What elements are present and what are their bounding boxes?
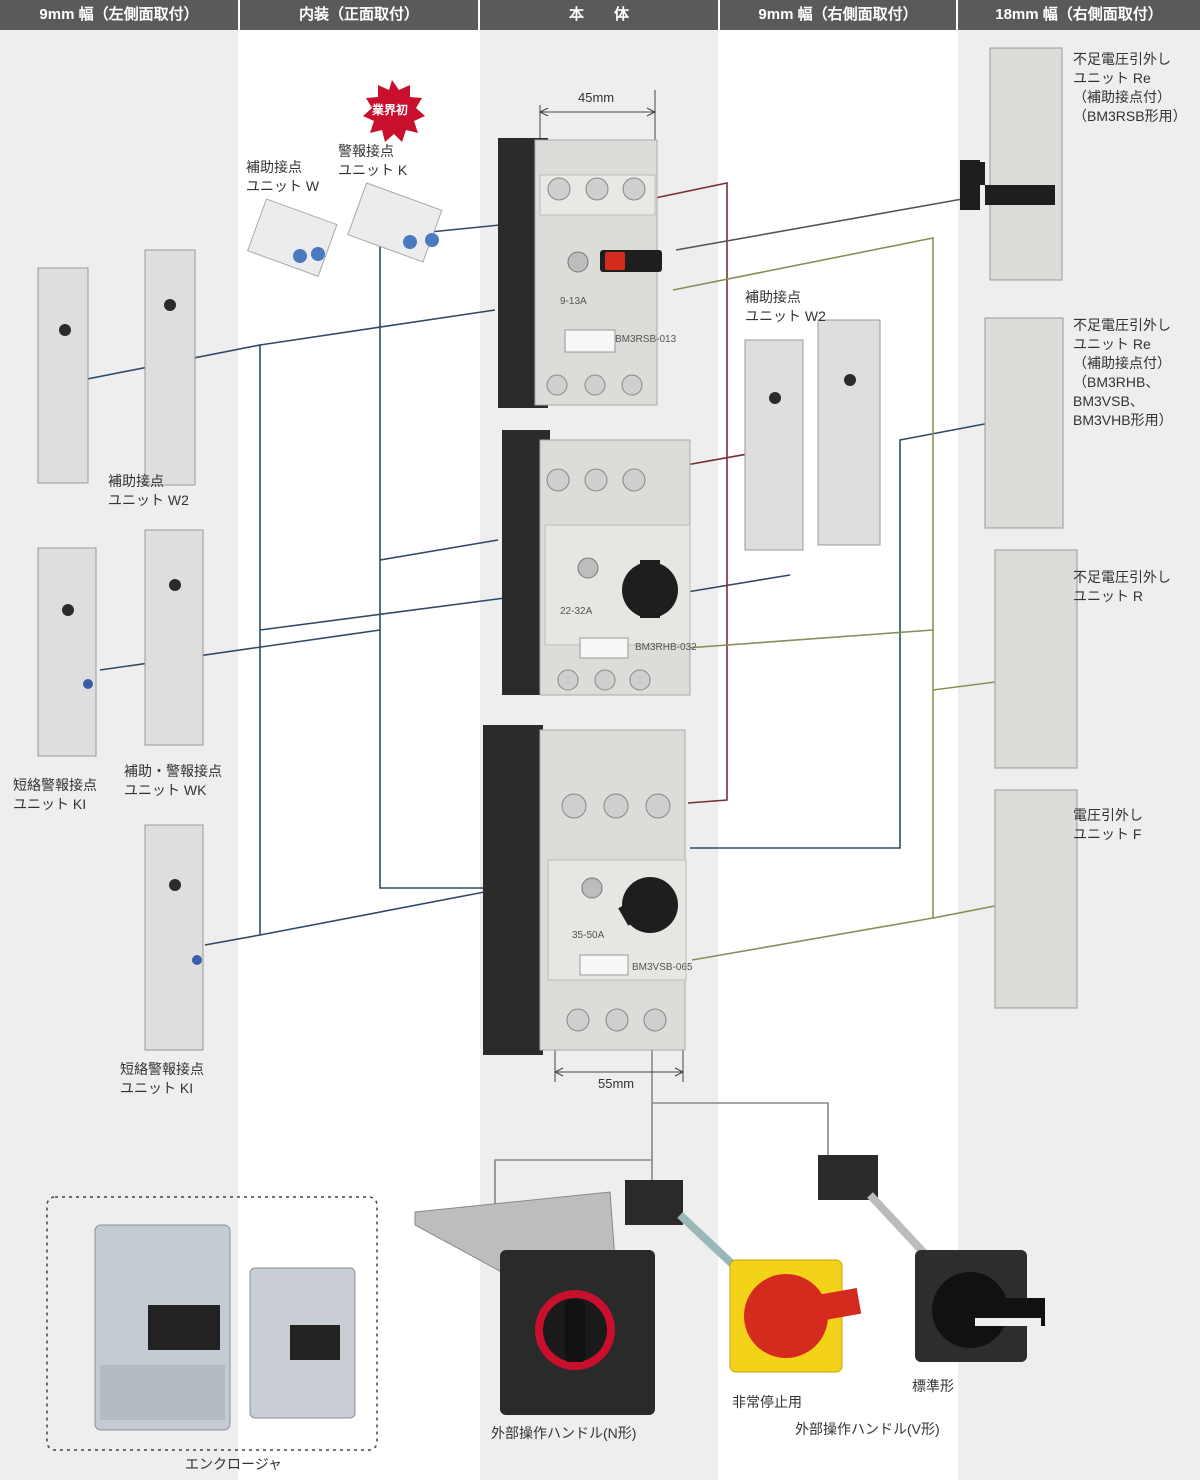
left-side-units [37, 249, 204, 1051]
handle-n-group [414, 1191, 655, 1415]
header-9mm-left: 9mm 幅（左側面取付） [0, 0, 238, 30]
label-internal-k: 警報接点 ユニット K [338, 143, 408, 178]
label-emergency: 非常停止用 [732, 1394, 802, 1410]
re-handle-lever [960, 162, 1055, 205]
label-internal-w: 補助接点 ユニット W [246, 159, 320, 194]
label-re-top: 不足電圧引外し ユニット Re （補助接点付） （BM3RSB形用） [1073, 51, 1187, 124]
right-w2-units [744, 319, 881, 551]
handle-emergency-group [625, 1180, 862, 1373]
unit-w2-left-b [144, 249, 196, 486]
badge-burst [363, 80, 425, 142]
label-wk-left: 補助・警報接点 ユニット WK [124, 763, 222, 798]
enclosure-dotted-box [46, 1196, 378, 1451]
label-re-mid: 不足電圧引外し ユニット Re （補助接点付） （BM3RHB、 BM3VSB、… [1073, 317, 1173, 428]
dimension-55mm: 55mm [598, 1076, 635, 1091]
line-internal-k [379, 245, 498, 889]
label-w2-right: 補助接点 ユニット W2 [745, 289, 826, 324]
rating-bm3rsb: 9-13A [560, 296, 587, 307]
body-unit-bm3vsb [483, 725, 687, 1055]
unit-w2-left-a [37, 267, 89, 484]
dimension-45mm: 45mm [578, 90, 615, 105]
label-handle-n: 外部操作ハンドル(N形) [491, 1425, 637, 1441]
label-f-unit: 電圧引外し ユニット F [1073, 807, 1143, 842]
model-bm3rhb: BM3RHB-032 [635, 642, 697, 653]
model-bm3rsb: BM3RSB-013 [615, 334, 677, 345]
enclosure-small [249, 1267, 356, 1419]
body-unit-bm3rsb [498, 138, 662, 408]
header-body: 本 体 [480, 0, 718, 30]
body-unit-bm3rhb [502, 430, 691, 696]
label-enclosure: エンクロージャ [185, 1456, 283, 1472]
header-18mm-right: 18mm 幅（右側面取付） [958, 0, 1200, 30]
unit-ki-left [37, 547, 97, 757]
label-standard: 標準形 [912, 1378, 954, 1394]
label-handle-v: 外部操作ハンドル(V形) [795, 1421, 940, 1437]
label-w2-left: 補助接点 ユニット W2 [108, 473, 189, 508]
enclosure-large [94, 1224, 231, 1431]
label-ki-bottom: 短絡警報接点 ユニット KI [120, 1061, 204, 1096]
label-r-unit: 不足電圧引外し ユニット R [1073, 569, 1171, 604]
rating-bm3vsb: 35-50A [572, 930, 605, 941]
internal-units [247, 182, 443, 277]
handle-standard-group [818, 1155, 1045, 1362]
label-ki-left: 短絡警報接点 ユニット KI [13, 777, 97, 812]
right-18mm-units [984, 47, 1078, 1009]
header-9mm-right: 9mm 幅（右側面取付） [720, 0, 956, 30]
badge-text: 業界初 [372, 103, 409, 117]
rating-bm3rhb: 22-32A [560, 606, 593, 617]
model-bm3vsb: BM3VSB-065 [632, 962, 693, 973]
header-internal: 内装（正面取付） [240, 0, 478, 30]
unit-wk-left [144, 529, 204, 746]
unit-ki-bottom [144, 824, 204, 1051]
